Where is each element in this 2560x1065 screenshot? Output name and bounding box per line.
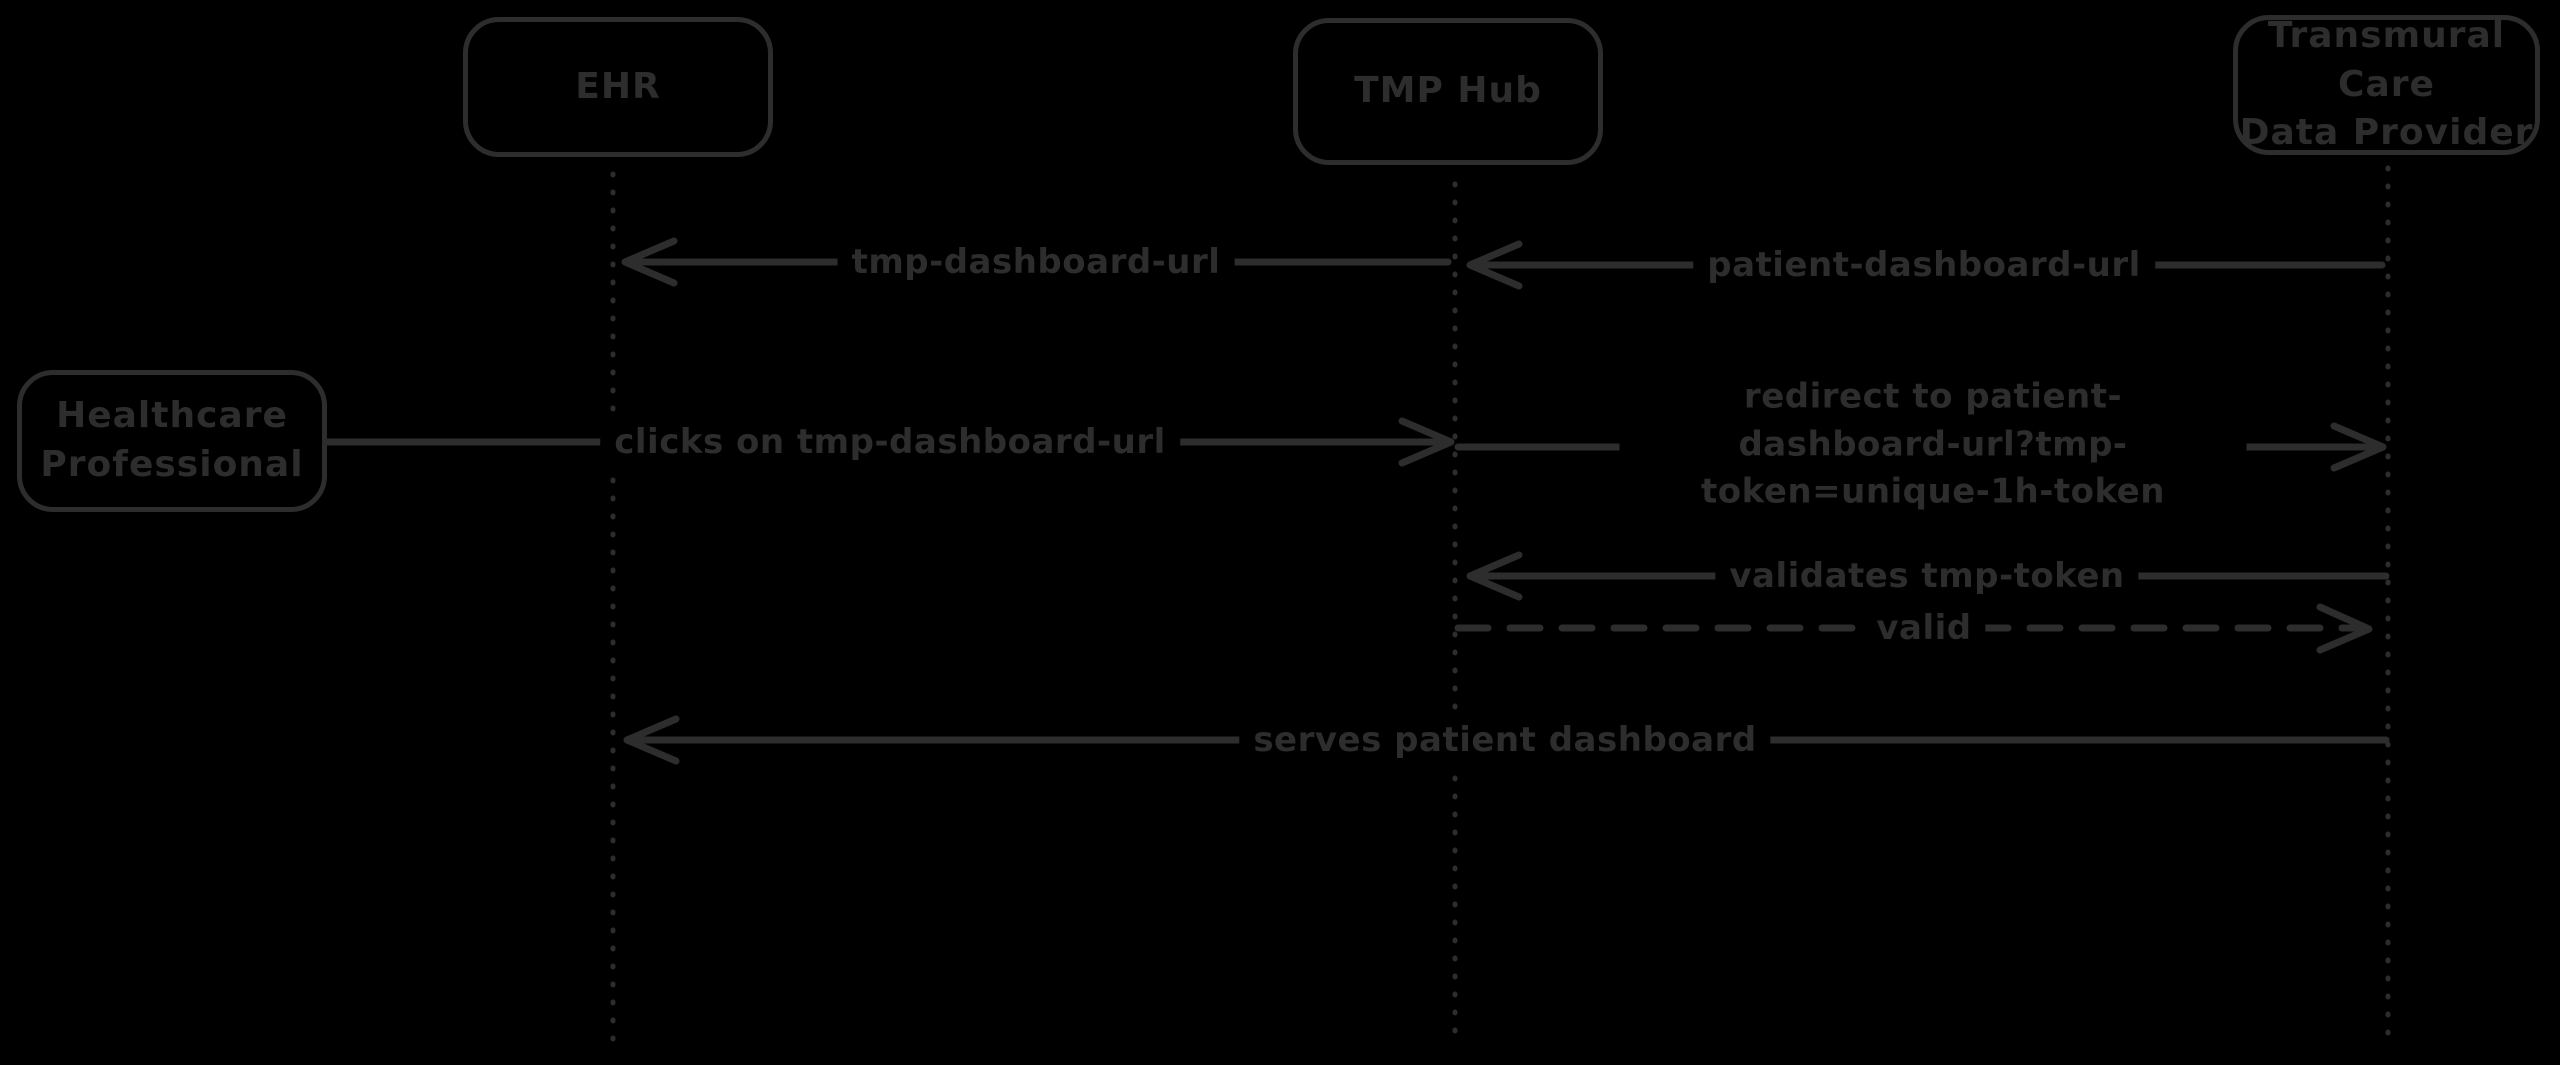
actor-ehr: EHR — [463, 17, 773, 157]
arrowhead-left — [1466, 551, 1523, 601]
message-label-validates-tmp-token: validates tmp-token — [1715, 551, 2139, 603]
message-label-patient-dashboard-url: patient-dashboard-url — [1693, 240, 2155, 292]
actor-transmural-care-data-provider-label: Transmural Care Data Provider — [2239, 15, 2534, 154]
arrowhead-left — [623, 715, 680, 765]
actor-transmural-care-data-provider: Transmural Care Data Provider — [2233, 15, 2540, 155]
message-label-serves-patient-dashboard: serves patient dashboard — [1239, 715, 1771, 767]
actor-ehr-label: EHR — [575, 65, 661, 107]
actor-healthcare-professional-label: Healthcare Professional — [40, 395, 304, 485]
message-label-clicks-on-tmp-dashboard-url: clicks on tmp-dashboard-url — [600, 417, 1180, 469]
actor-healthcare-professional: Healthcare Professional — [17, 370, 327, 512]
arrowhead-right — [2330, 422, 2387, 472]
message-label-tmp-dashboard-url: tmp-dashboard-url — [837, 237, 1235, 289]
arrowhead-left — [621, 237, 678, 287]
message-label-valid: valid — [1862, 603, 1986, 655]
arrowhead-right — [1398, 417, 1455, 467]
message-arrow-valid — [1454, 603, 2373, 654]
message-label-redirect-to-patient-dashboard-url: redirect to patient-dashboard-url?tmp- t… — [1619, 371, 2247, 519]
actor-tmp-hub-label: TMP Hub — [1354, 70, 1542, 112]
actor-tmp-hub: TMP Hub — [1293, 18, 1603, 165]
arrowhead-right — [2316, 603, 2373, 654]
arrowhead-left — [1466, 240, 1523, 290]
